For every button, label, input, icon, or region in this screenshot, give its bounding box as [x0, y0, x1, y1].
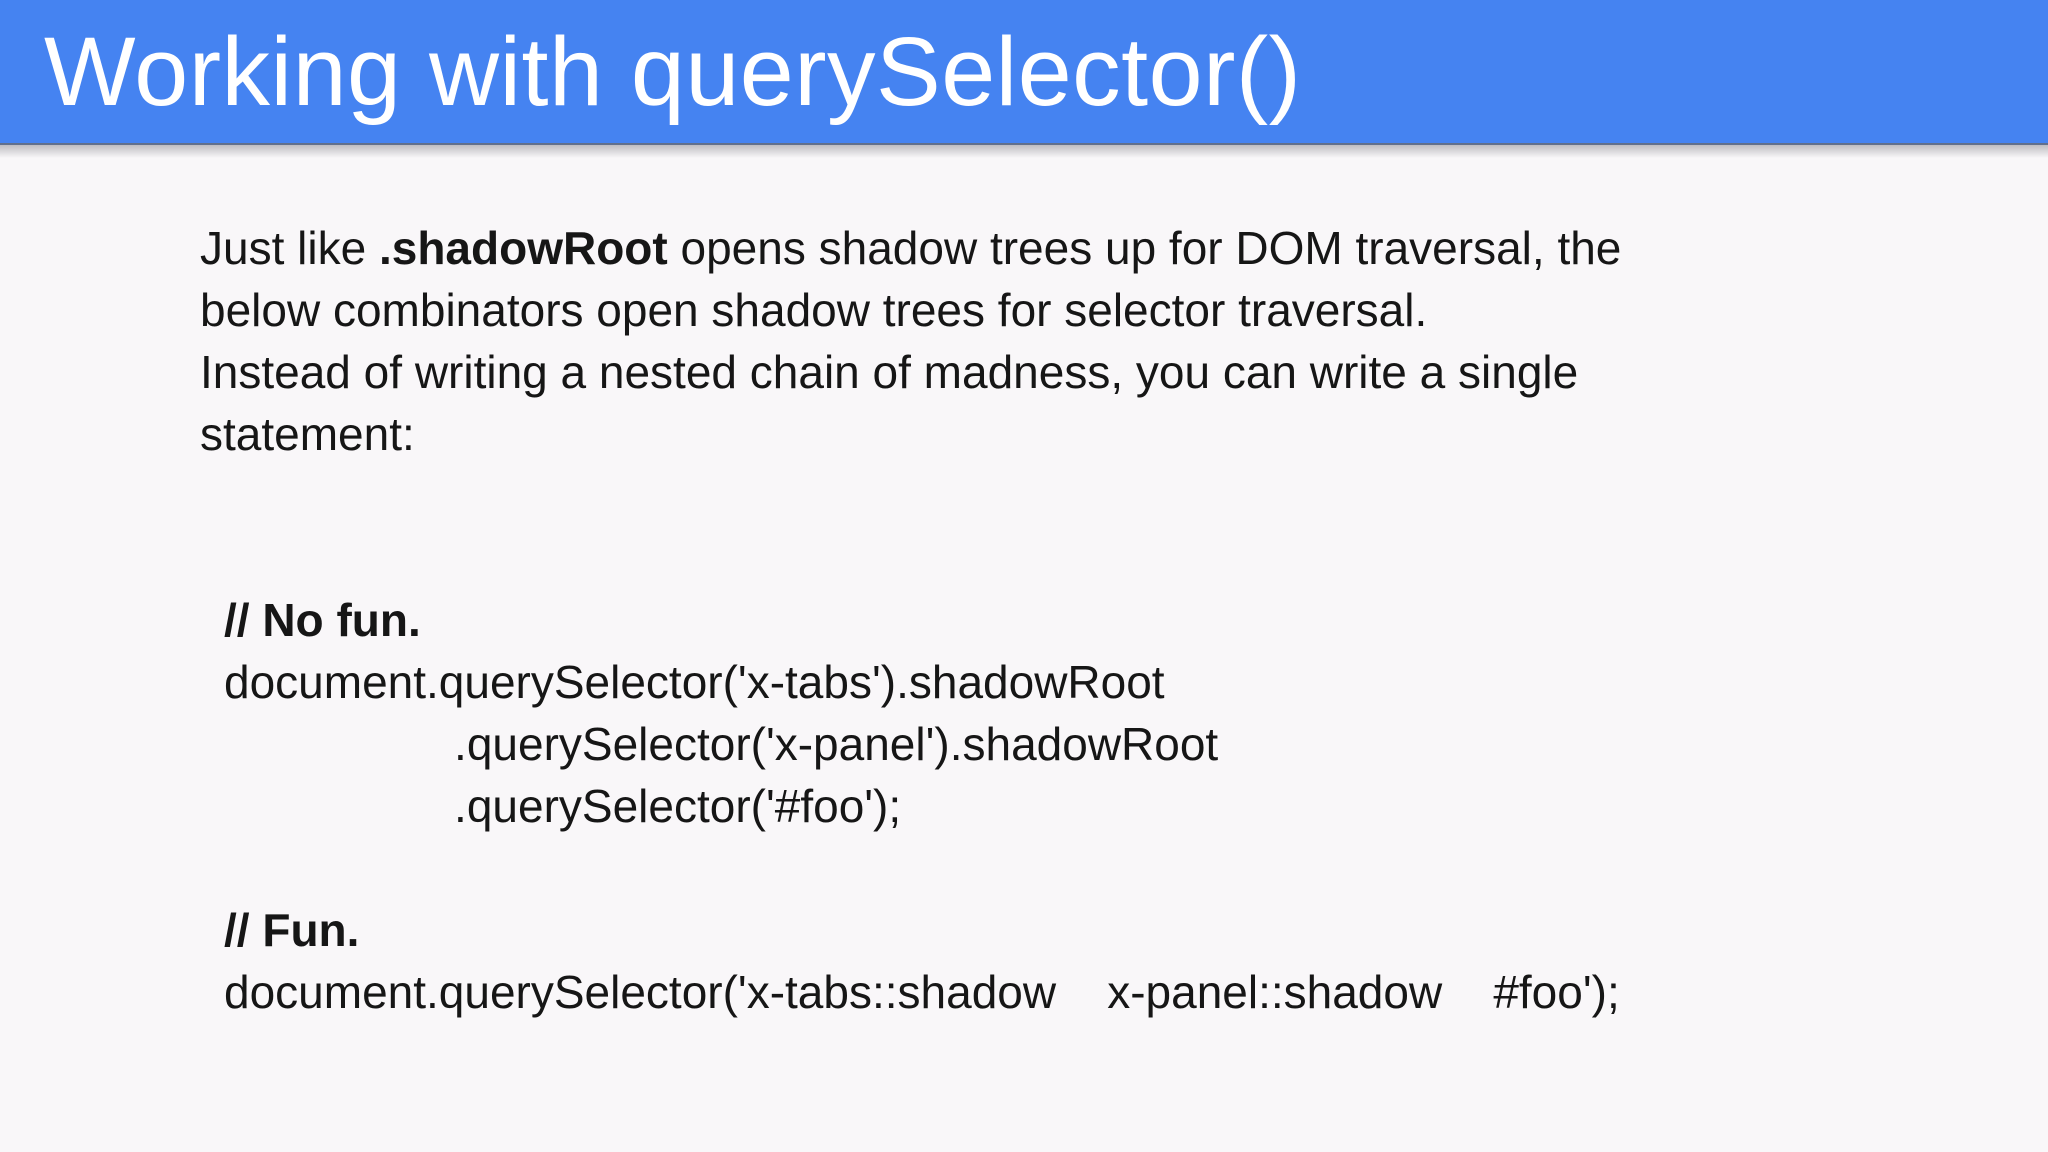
text-line: .querySelector('#foo'); — [224, 775, 2048, 837]
text-line: Just like .shadowRoot opens shadow trees… — [200, 217, 2048, 279]
text-segment: opens shadow trees up for DOM traversal,… — [667, 222, 1622, 274]
text-segment: Instead of writing a nested chain of mad… — [200, 346, 1579, 398]
slide-title: Working with querySelector() — [44, 17, 1302, 126]
text-line: // No fun. — [224, 589, 2048, 651]
text-line: statement: — [200, 403, 2048, 465]
code-block-no-fun: // No fun. document.querySelector('x-tabs… — [224, 589, 2048, 837]
text-line: document.querySelector('x-tabs').shadowR… — [224, 651, 2048, 713]
text-segment: below combinators open shadow trees for … — [200, 284, 1428, 336]
text-line: // Fun. — [224, 899, 2048, 961]
text-segment: .querySelector('#foo'); — [224, 780, 902, 832]
text-segment: .querySelector('x-panel').shadowRoot — [224, 718, 1219, 770]
slide-body: Just like .shadowRoot opens shadow trees… — [0, 145, 2048, 1023]
text-line: Instead of writing a nested chain of mad… — [200, 341, 2048, 403]
text-line: document.querySelector('x-tabs::shadow x… — [224, 961, 2048, 1023]
text-segment: Just like — [200, 222, 379, 274]
slide-header: Working with querySelector() — [0, 0, 2048, 158]
text-segment: statement: — [200, 408, 415, 460]
text-line: .querySelector('x-panel').shadowRoot — [224, 713, 2048, 775]
bold-text-segment: .shadowRoot — [378, 222, 668, 274]
bold-text-segment: // No fun. — [224, 594, 421, 646]
code-block-fun: // Fun.document.querySelector('x-tabs::s… — [224, 899, 2048, 1023]
bold-text-segment: // Fun. — [224, 904, 360, 956]
intro-paragraph: Just like .shadowRoot opens shadow trees… — [200, 217, 2048, 465]
text-line: below combinators open shadow trees for … — [200, 279, 2048, 341]
text-segment: document.querySelector('x-tabs').shadowR… — [224, 656, 1165, 708]
text-segment: document.querySelector('x-tabs::shadow x… — [224, 966, 1620, 1018]
